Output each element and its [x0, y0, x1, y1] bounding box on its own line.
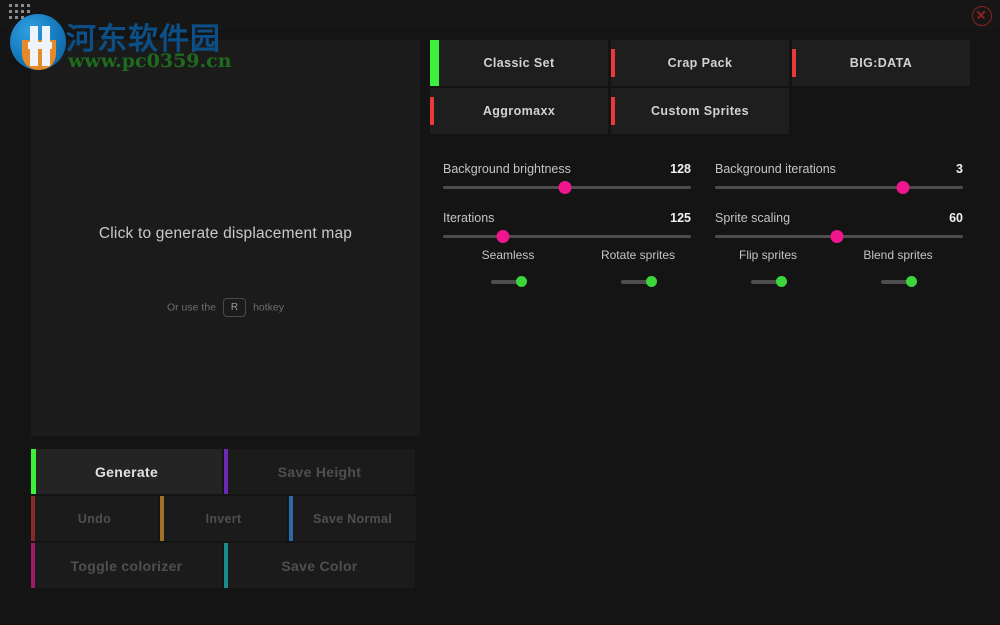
slider-thumb[interactable] — [558, 181, 572, 194]
toggle-switch[interactable] — [751, 276, 787, 287]
preset-crap-pack[interactable]: Crap Pack — [611, 40, 789, 86]
preset-indicator-bar — [611, 49, 615, 77]
slider-track[interactable] — [443, 230, 691, 243]
toggle-switch[interactable] — [881, 276, 917, 287]
right-panel: Classic Set Crap Pack BIG:DATA Aggromaxx Cus… — [430, 40, 970, 136]
button-label: Invert — [205, 511, 242, 526]
save-height-button[interactable]: Save Height — [224, 449, 415, 494]
action-button-row: Toggle colorizer Save Color — [31, 543, 420, 588]
slider-value: 60 — [949, 211, 963, 225]
toggle-knob — [776, 276, 787, 287]
slider-track[interactable] — [443, 181, 691, 194]
close-icon[interactable] — [972, 6, 992, 26]
accent-bar — [31, 496, 35, 541]
slider-label: Sprite scaling — [715, 211, 791, 225]
preset-indicator-bar — [611, 97, 615, 125]
toggle-label: Flip sprites — [738, 248, 797, 262]
hotkey-keycap: R — [222, 298, 247, 317]
slider-value: 125 — [670, 211, 691, 225]
toggle-seamless[interactable]: Seamless — [443, 248, 573, 289]
slider-background-iterations: Background iterations 3 — [715, 162, 963, 194]
preset-label: Aggromaxx — [482, 104, 556, 118]
preset-classic-set[interactable]: Classic Set — [430, 40, 608, 86]
preset-spacer — [792, 88, 970, 134]
preset-grid: Classic Set Crap Pack BIG:DATA Aggromaxx Cus… — [430, 40, 970, 134]
invert-button[interactable]: Invert — [160, 496, 287, 541]
preset-label: Custom Sprites — [651, 104, 749, 118]
button-label: Generate — [94, 463, 159, 480]
slider-label: Background iterations — [715, 162, 836, 176]
preset-aggromaxx[interactable]: Aggromaxx — [430, 88, 608, 134]
slider-track[interactable] — [715, 230, 963, 243]
button-label: Save Normal — [312, 511, 393, 526]
slider-thumb[interactable] — [496, 230, 510, 243]
preset-label: Classic Set — [483, 56, 555, 70]
toggle-label: Blend sprites — [863, 248, 933, 262]
preset-label: Crap Pack — [667, 56, 733, 70]
slider-label: Background brightness — [443, 162, 571, 176]
slider-sprite-scaling: Sprite scaling 60 — [715, 211, 963, 243]
slider-label: Iterations — [443, 211, 495, 225]
toggle-row: Seamless Rotate sprites Flip sprites Blend … — [443, 248, 963, 289]
toggle-knob — [906, 276, 917, 287]
toggle-rotate-sprites[interactable]: Rotate sprites — [573, 248, 703, 289]
toggle-label: Rotate sprites — [600, 248, 676, 262]
button-label: Save Height — [277, 463, 362, 480]
toggle-colorizer-button[interactable]: Toggle colorizer — [31, 543, 222, 588]
preview-hint-text: Click to generate displacement map — [98, 225, 353, 242]
accent-bar — [160, 496, 164, 541]
button-label: Undo — [77, 511, 112, 526]
preview-hotkey-hint: Or use the R hotkey — [31, 298, 420, 317]
toggle-knob — [646, 276, 657, 287]
slider-iterations: Iterations 125 — [443, 211, 691, 243]
save-color-button[interactable]: Save Color — [224, 543, 415, 588]
generate-button[interactable]: Generate — [31, 449, 222, 494]
preset-label: BIG:DATA — [849, 56, 913, 70]
accent-bar — [224, 449, 228, 494]
accent-bar — [224, 543, 228, 588]
preset-row: Classic Set Crap Pack BIG:DATA — [430, 40, 970, 86]
dot-grid-icon[interactable] — [9, 4, 31, 20]
toggle-knob — [516, 276, 527, 287]
slider-thumb[interactable] — [830, 230, 844, 243]
slider-value: 128 — [670, 162, 691, 176]
slider-track[interactable] — [715, 181, 963, 194]
slider-header: Sprite scaling 60 — [715, 211, 963, 225]
accent-bar — [31, 543, 35, 588]
preset-big-data[interactable]: BIG:DATA — [792, 40, 970, 86]
accent-bar — [289, 496, 293, 541]
toggle-flip-sprites[interactable]: Flip sprites — [703, 248, 833, 289]
slider-header: Background iterations 3 — [715, 162, 963, 176]
preset-indicator-bar — [430, 97, 434, 125]
action-button-row: Generate Save Height — [31, 449, 420, 494]
toggle-blend-sprites[interactable]: Blend sprites — [833, 248, 963, 289]
preset-indicator-bar — [430, 40, 439, 86]
hotkey-prefix: Or use the — [166, 301, 216, 314]
hotkey-suffix: hotkey — [253, 301, 285, 314]
slider-header: Iterations 125 — [443, 211, 691, 225]
slider-header: Background brightness 128 — [443, 162, 691, 176]
button-label: Save Color — [281, 557, 358, 574]
title-bar — [0, 0, 1000, 30]
button-label: Toggle colorizer — [70, 557, 183, 574]
displacement-map-preview[interactable]: Click to generate displacement map Or us… — [31, 40, 420, 436]
toggle-label: Seamless — [481, 248, 535, 262]
slider-thumb[interactable] — [896, 181, 910, 194]
toggle-switch[interactable] — [621, 276, 657, 287]
undo-button[interactable]: Undo — [31, 496, 158, 541]
preset-row: Aggromaxx Custom Sprites — [430, 88, 970, 134]
preset-indicator-bar — [792, 49, 796, 77]
accent-bar — [31, 449, 36, 494]
action-button-row: Undo Invert Save Normal — [31, 496, 420, 541]
save-normal-button[interactable]: Save Normal — [289, 496, 416, 541]
slider-value: 3 — [956, 162, 963, 176]
slider-background-brightness: Background brightness 128 — [443, 162, 691, 194]
toggle-switch[interactable] — [491, 276, 527, 287]
preset-custom-sprites[interactable]: Custom Sprites — [611, 88, 789, 134]
